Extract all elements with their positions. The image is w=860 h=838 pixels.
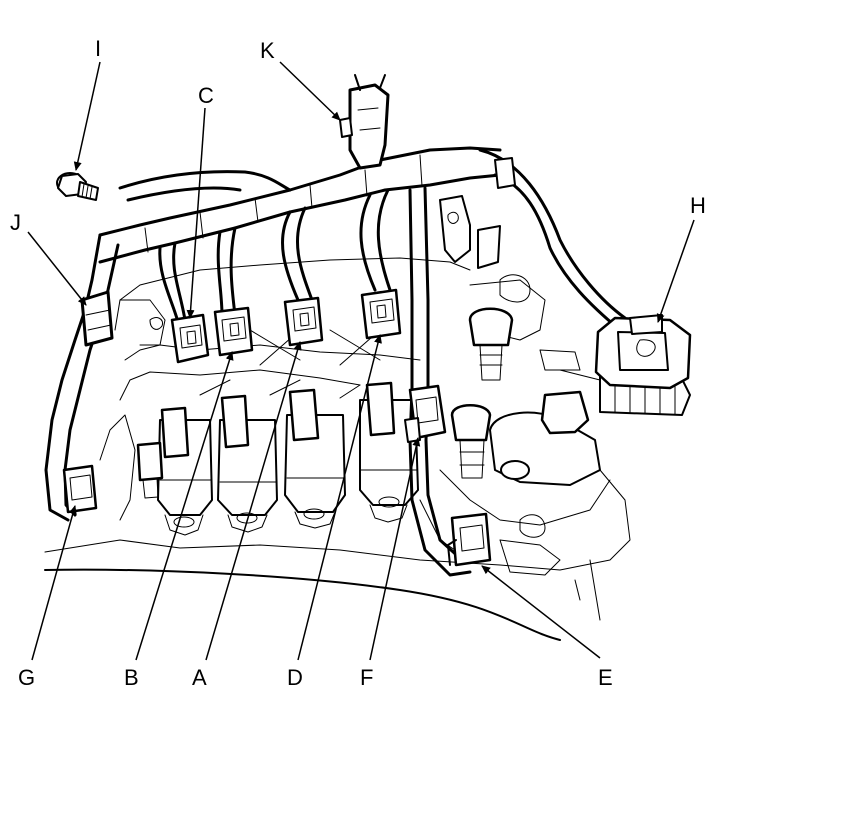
connector-f: [404, 384, 447, 443]
callout-d: D: [287, 665, 303, 690]
leader-b: [135, 351, 234, 661]
wire-harness: [44, 74, 627, 577]
callout-c: C: [198, 83, 214, 108]
connector-h: [594, 314, 692, 390]
leader-e: [481, 565, 601, 659]
callout-h: H: [690, 193, 706, 218]
leader-k: [279, 61, 341, 121]
leader-c: [186, 107, 206, 319]
leader-h: [656, 219, 695, 323]
callout-a: A: [192, 665, 207, 690]
leader-a: [205, 341, 302, 661]
bolt-i: [56, 172, 99, 201]
callout-i: I: [95, 36, 101, 61]
leader-d: [297, 334, 382, 661]
connector-b: [213, 306, 254, 357]
leader-g: [31, 505, 77, 661]
callout-labels: I K C J H G B A D F E: [10, 36, 706, 690]
leader-j: [27, 231, 87, 306]
connectors: [56, 172, 692, 567]
connector-g: [62, 464, 98, 514]
leader-f: [369, 437, 421, 661]
callout-j: J: [10, 210, 21, 235]
connector-d: [360, 288, 402, 340]
callout-k: K: [260, 38, 275, 63]
connector-e: [447, 512, 492, 567]
connector-a: [283, 296, 324, 347]
leader-lines: [27, 61, 695, 661]
engine-block: [44, 257, 631, 641]
callout-g: G: [18, 665, 35, 690]
callout-f: F: [360, 665, 373, 690]
callout-e: E: [598, 665, 613, 690]
connector-c: [170, 313, 210, 364]
leader-i: [73, 61, 101, 171]
callout-b: B: [124, 665, 139, 690]
